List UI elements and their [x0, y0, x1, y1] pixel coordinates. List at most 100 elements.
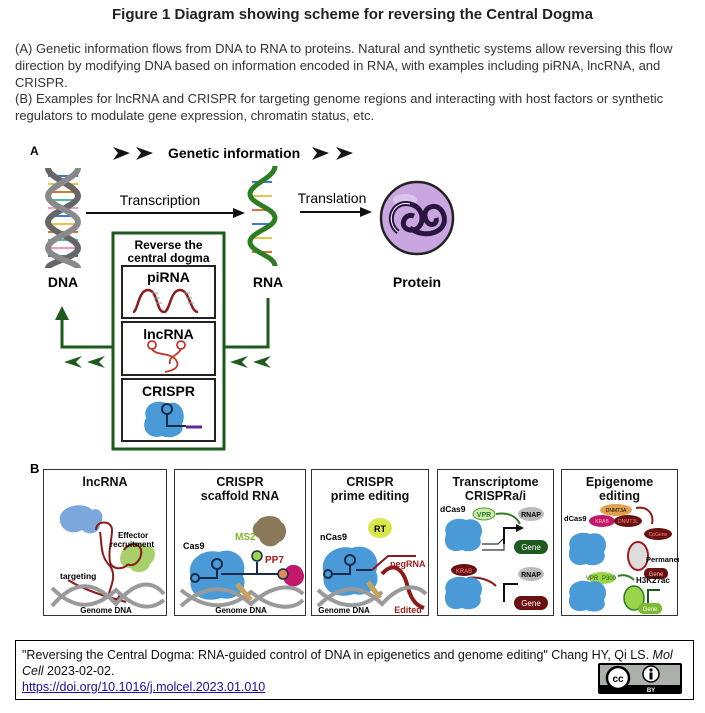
cc-by-icon: cc BY [600, 665, 680, 694]
pirna-label: piRNA [147, 269, 190, 285]
rt-enzyme-icon [368, 518, 392, 538]
reverse-title-line2: central dogma [127, 251, 209, 265]
transcription-label: Transcription [120, 192, 200, 208]
genetic-information-label: Genetic information [168, 145, 300, 161]
gene-off-icon [644, 568, 668, 579]
dnmt3a-label: DNMT3A [606, 508, 627, 514]
activation-arrow [495, 512, 521, 525]
dcas9-blob-icon [444, 518, 483, 552]
reverse-to-dna-arrowhead [55, 306, 69, 320]
effector-blob-blue-icon [59, 505, 103, 534]
reverse-flow-arrows-right [230, 356, 271, 368]
dcas9-label: dCas9 [564, 514, 587, 523]
citation-text: "Reversing the Central Dogma: RNA-guided… [22, 648, 653, 662]
dcas9-label: dCas9 [440, 504, 466, 514]
rnap-label: RNAP [521, 512, 541, 519]
translation-arrowhead [360, 207, 372, 217]
genome-dna-helix-icon [50, 582, 166, 609]
sgrna-scaffold-icon [190, 558, 279, 583]
gene-label: Gene [649, 572, 664, 578]
caption-b: (B) Examples for lncRNA and CRISPR for t… [15, 91, 664, 123]
gene-label: Gene [643, 607, 658, 613]
caption-a: (A) Genetic information flows from DNA t… [15, 41, 673, 90]
box-crispr-scaffold-title-line2: scaffold RNA [200, 489, 280, 503]
pegrna-scaffold-icon [323, 554, 372, 579]
box-prime-editing: CRISPR prime editing nCas9 RT pegRNA Gen… [311, 469, 429, 616]
citation-date: 2023-02-02. [43, 664, 115, 678]
dcas9-blob-icon [568, 580, 607, 612]
citation-box: "Reversing the Central Dogma: RNA-guided… [15, 640, 694, 700]
pp7-label: PP7 [265, 555, 284, 566]
pp7-hairpin-icon [277, 568, 289, 580]
vpr-label: VPR [586, 576, 599, 582]
protein-label: Protein [393, 274, 441, 290]
translation-label: Translation [298, 190, 367, 206]
box-epigenome-title-line2: editing [599, 489, 640, 503]
crispr-ai-illustration: dCas9 VPR RNAP Gene KRAB RNAP Gene [440, 504, 548, 610]
genome-dna-helix-icon [179, 585, 305, 609]
figure-title: Figure 1 Diagram showing scheme for reve… [112, 6, 593, 23]
dnmt3l-icon [614, 515, 642, 527]
cc-by-license-badge[interactable]: cc BY [598, 663, 682, 694]
effector-label: Effector [118, 531, 148, 540]
genetic-flow-arrows-left [113, 147, 153, 160]
krab-icon [451, 564, 477, 576]
transcription-arrowhead [233, 208, 245, 218]
target-strand-icon [366, 580, 382, 600]
edited-label: Edited [394, 605, 422, 615]
box-crispr-scaffold-title-line1: CRISPR [216, 475, 264, 489]
nucleosome-active-icon [623, 585, 645, 611]
citation-journal: Mol Cell [22, 648, 673, 678]
cpgene-label: CpGene [649, 532, 668, 538]
panel-a-diagram: A Genetic information DNA Transcription [30, 144, 455, 451]
ncas9-label: nCas9 [320, 532, 347, 542]
vpr-p300-icon [588, 572, 616, 584]
genome-dna-label: Genome DNA [215, 606, 267, 615]
gene-on-icon [638, 603, 662, 614]
reverse-flow-arrows-left [64, 356, 105, 368]
box-crispr-ai-title-line2: CRISPRa/i [464, 489, 527, 503]
by-label: BY [647, 688, 655, 694]
rna-to-reverse-line [224, 298, 270, 349]
ms2-label: MS2 [235, 532, 256, 543]
cas9-label: Cas9 [183, 541, 205, 551]
vpr-label: VPR [477, 512, 491, 519]
box-epigenome-editing: Epigenome editing dCas9 DNMT3A KRAB DNMT… [561, 469, 679, 616]
lncrna-mechanism-illustration: Effector recruitment targeting Genome DN… [50, 505, 166, 615]
targeting-label: targeting [60, 571, 96, 581]
h3k27ac-label: H3K27ac [636, 576, 670, 585]
panel-a-label: A [30, 144, 39, 158]
dna-helix-icon [44, 167, 82, 270]
panel-b-label: B [30, 461, 40, 476]
cpgene-icon [644, 528, 672, 540]
epigenome-editing-illustration: dCas9 DNMT3A KRAB DNMT3L CpGene Permanen… [564, 504, 679, 614]
box-lncrna-title: lncRNA [82, 475, 128, 489]
protein-icon [379, 180, 455, 256]
lncrna-icon [147, 340, 186, 373]
pirna-bases-icon [152, 292, 194, 304]
prime-editing-illustration: nCas9 RT pegRNA Genome DNA Edited [316, 518, 428, 615]
box-crispr-scaffold: CRISPR scaffold RNA Cas9 MS2 PP7 Genome … [174, 469, 306, 616]
krab-label: KRAB [595, 519, 609, 525]
promoter-arrow-icon [503, 583, 518, 602]
rnap-label: RNAP [521, 572, 541, 579]
lncrna-box [121, 321, 216, 376]
reverse-to-dna-line [60, 318, 113, 349]
pegrna-extension-icon [371, 555, 416, 571]
cc-label: cc [612, 674, 624, 685]
dnmt3a-icon [600, 504, 632, 516]
reverse-title-line1: Reverse the [134, 238, 202, 252]
promoter-arrow-icon [503, 527, 518, 544]
rna-strand-icon [247, 165, 278, 267]
target-strand-icon [235, 582, 253, 602]
rnap-icon [518, 567, 544, 581]
box-epigenome-title-line1: Epigenome [585, 475, 654, 489]
krab-icon [589, 515, 615, 527]
gene-label: Gene [521, 599, 541, 608]
box-lncrna: lncRNA Effector recruitment targeting Ge… [43, 469, 167, 616]
lncrna-label: lncRNA [143, 326, 194, 342]
crispr-label: CRISPR [142, 383, 195, 399]
doi-link[interactable]: https://doi.org/10.1016/j.molcel.2023.01… [22, 680, 266, 694]
gene-on-icon [514, 540, 548, 554]
gene-off-icon [514, 596, 548, 610]
